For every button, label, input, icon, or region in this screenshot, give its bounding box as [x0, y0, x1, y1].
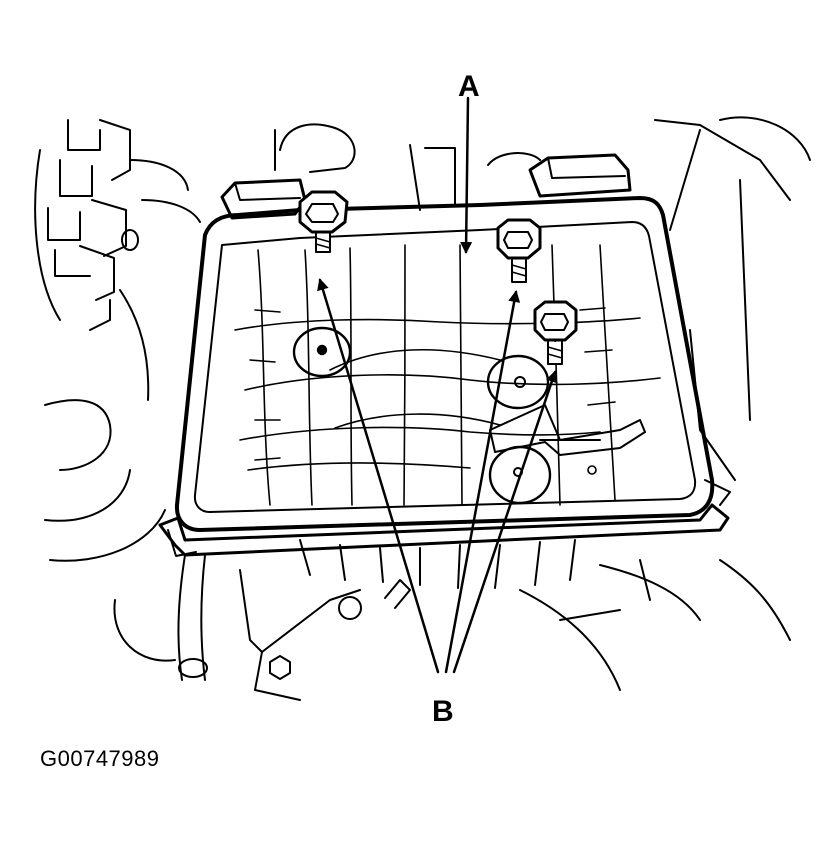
housing-inner-rim: [193, 221, 697, 513]
rear-brackets: [274, 116, 811, 481]
mounting-bolts: [298, 190, 578, 365]
ignition-coils: [34, 119, 201, 331]
housing-floor-ribs: [234, 244, 661, 506]
figure-id: G00747989: [40, 746, 160, 771]
housing-inner-bracket: [489, 404, 646, 456]
bolt-2: [496, 218, 542, 283]
housing-lower-flange: [158, 503, 730, 557]
leader-b-1: [317, 278, 440, 674]
left-hose: [44, 289, 166, 562]
callout-b: B: [432, 695, 454, 728]
leader-b-2: [444, 290, 521, 674]
housing-outer-rim: [174, 196, 715, 532]
bolt-3: [533, 300, 578, 365]
leader-lines: [317, 96, 558, 674]
lower-components: [113, 539, 791, 701]
callout-a: A: [458, 70, 480, 103]
engine-background: [34, 116, 811, 701]
bolt-1: [298, 190, 349, 253]
air-cleaner-housing: [158, 153, 731, 557]
bolt-bosses: [292, 326, 552, 505]
leader-a: [460, 96, 473, 254]
leader-b-3: [452, 370, 558, 674]
